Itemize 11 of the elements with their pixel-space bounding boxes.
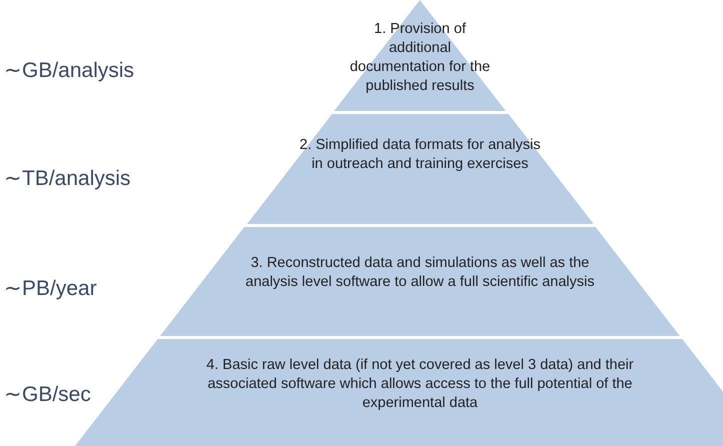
data-volume-label: ∼GB/sec — [4, 382, 91, 407]
data-volume-label: ∼PB/year — [4, 276, 97, 301]
data-volume-label: ∼GB/analysis — [4, 58, 134, 83]
pyramid-level — [334, 0, 506, 111]
data-volume-label: ∼TB/analysis — [4, 166, 131, 191]
pyramid-level — [160, 227, 680, 336]
pyramid-level — [246, 114, 594, 224]
level-description: 4. Basic raw level data (if not yet covered as level 3 data) and their associated software which allows access to the full potential of the experimental data — [205, 356, 635, 413]
level-description: 1. Provision of additional documentation for the published results — [348, 20, 492, 96]
level-description: 2. Simplified data formats for analysis in outreach and training exercises — [298, 136, 542, 174]
level-description: 3. Reconstructed data and simulations as well as the analysis level software to allow a full scientific analysis — [244, 254, 595, 292]
